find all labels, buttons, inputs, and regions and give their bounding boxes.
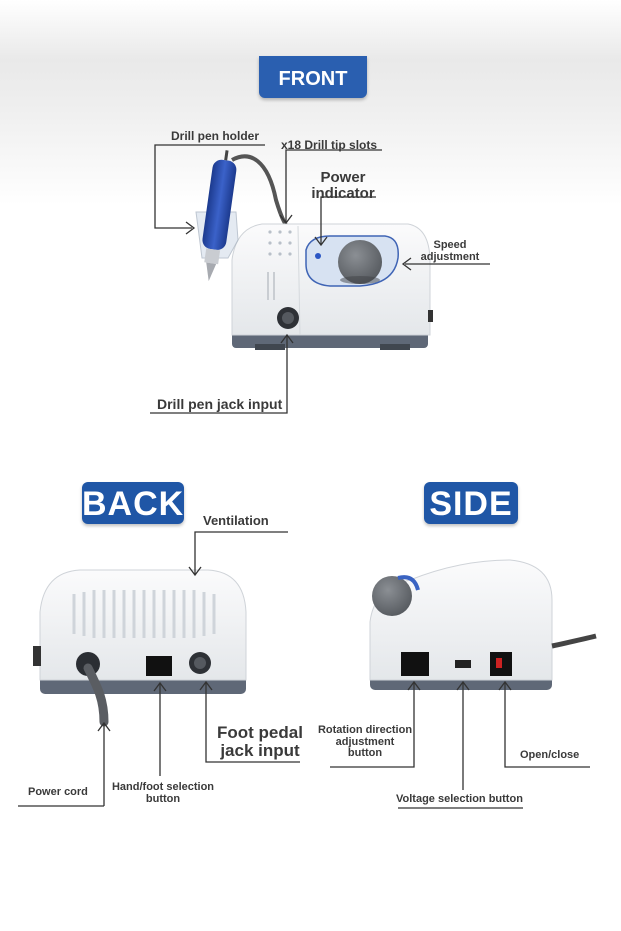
label-hand-foot-line1: Hand/foot selection — [111, 781, 215, 793]
label-power-indicator-line1: Power — [320, 169, 366, 186]
back-device — [33, 569, 247, 727]
label-foot-pedal-jack-input: Foot pedal jack input — [212, 724, 308, 760]
side-callout-lines — [330, 680, 590, 809]
front-callout-lines — [150, 144, 490, 414]
label-rotation-line3: button — [347, 747, 383, 760]
front-badge: FRONT — [259, 56, 367, 98]
label-ventilation: Ventilation — [203, 513, 269, 528]
back-badge: BACK — [82, 482, 184, 524]
label-rotation-direction: Rotation direction adjustment button — [314, 724, 416, 760]
label-hand-foot-selection: Hand/foot selection button — [108, 781, 218, 805]
side-badge: SIDE — [424, 482, 518, 524]
label-rotation-line2: adjustment — [335, 735, 395, 748]
label-hand-foot-line2: button — [145, 792, 181, 805]
label-foot-pedal-line2: jack input — [220, 740, 300, 760]
label-foot-pedal-line1: Foot pedal — [217, 723, 303, 742]
label-speed-adjustment: Speed adjustment — [418, 239, 482, 263]
side-device — [369, 559, 597, 690]
label-open-close: Open/close — [520, 749, 580, 761]
front-background-band — [0, 0, 621, 210]
label-power-cord: Power cord — [28, 786, 88, 798]
label-drill-pen-jack-input: Drill pen jack input — [157, 396, 283, 412]
label-voltage-selection: Voltage selection button — [396, 793, 523, 805]
label-power-indicator-line2: indicator — [311, 184, 375, 202]
label-speed-adjustment-line1: Speed — [433, 239, 467, 251]
front-device — [195, 150, 433, 350]
label-rotation-line1: Rotation direction — [317, 724, 413, 736]
label-speed-adjustment-line2: adjustment — [420, 250, 480, 263]
label-drill-pen-holder: Drill pen holder — [171, 129, 260, 143]
label-power-indicator: Power indicator — [304, 170, 382, 202]
back-callout-lines — [18, 531, 300, 807]
label-drill-tip-slots: x18 Drill tip slots — [281, 138, 378, 152]
